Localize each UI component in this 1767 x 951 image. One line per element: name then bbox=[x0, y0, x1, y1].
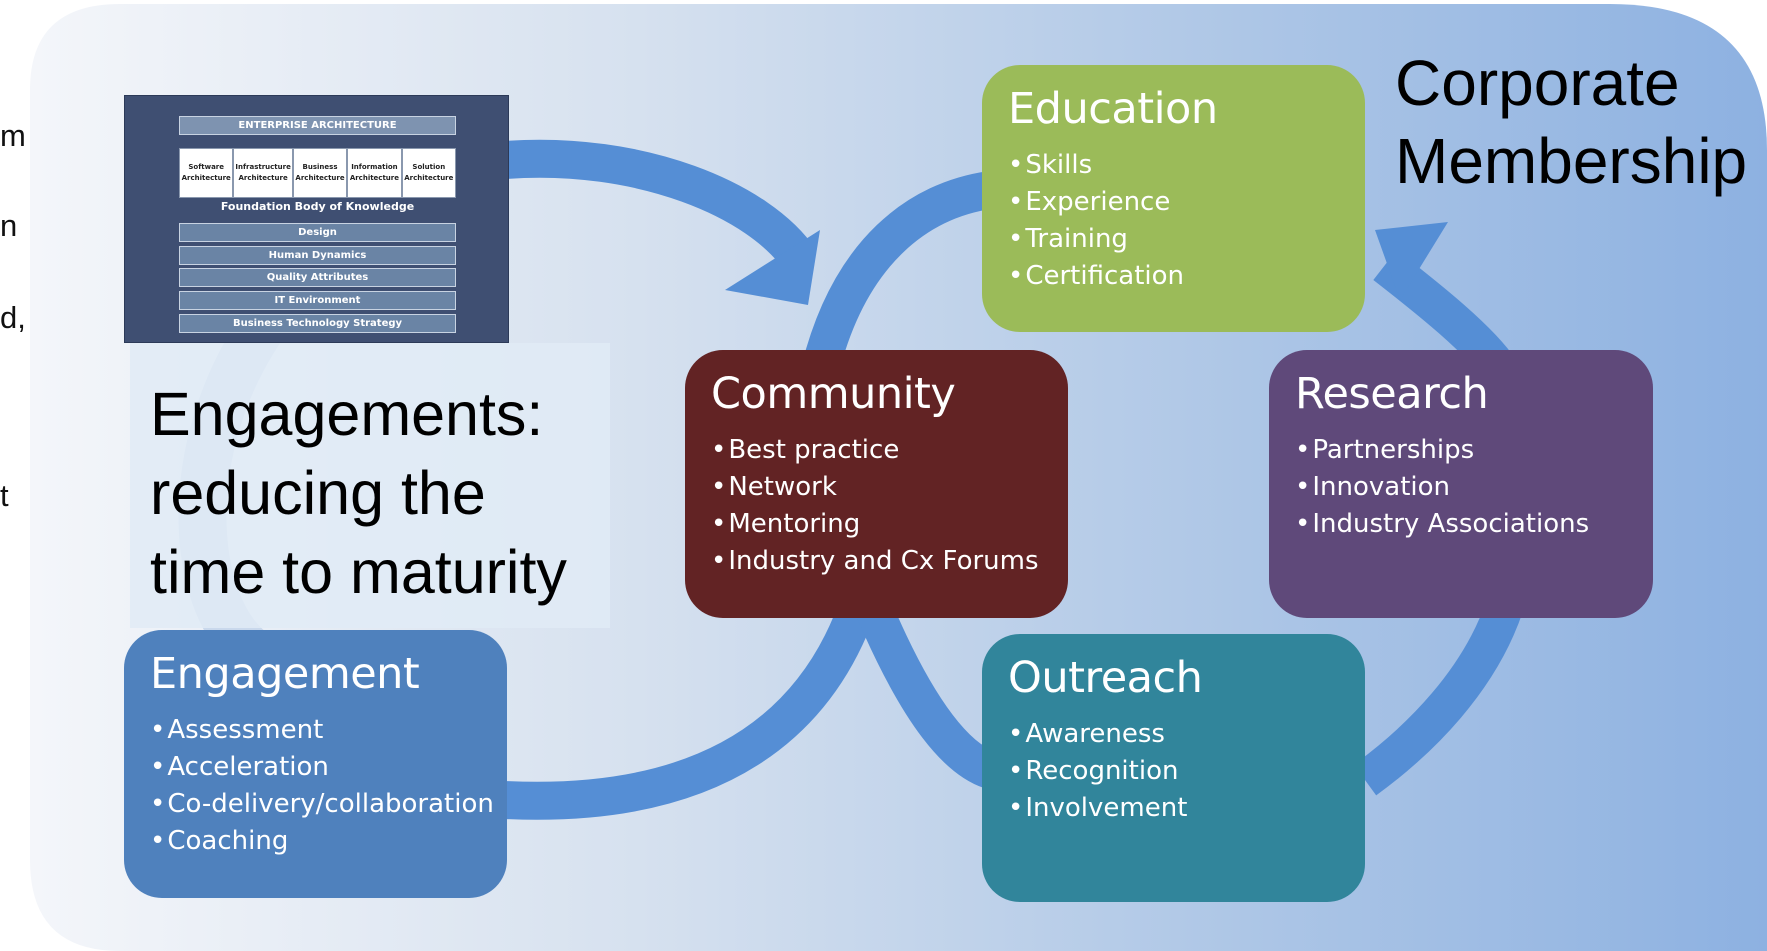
ea-arch-cell: Information Architecture bbox=[347, 148, 402, 198]
subtitle-backdrop bbox=[130, 343, 610, 628]
subtitle: Engagements: reducing the time to maturi… bbox=[150, 375, 600, 612]
outreach-item: Awareness bbox=[1008, 716, 1339, 753]
ea-arch-cell: Solution Architecture bbox=[401, 148, 456, 198]
outreach-item: Involvement bbox=[1008, 790, 1339, 827]
community-list: Best practice Network Mentoring Industry… bbox=[711, 432, 1042, 580]
left-loop-arc-bottom bbox=[504, 593, 879, 820]
outreach-list: Awareness Recognition Involvement bbox=[1008, 716, 1339, 827]
engagement-list: Assessment Acceleration Co-delivery/coll… bbox=[150, 712, 494, 860]
ea-layer: Design bbox=[179, 223, 456, 242]
education-item: Experience bbox=[1008, 184, 1339, 221]
ea-arch-cell: Infrastructure Architecture bbox=[233, 148, 293, 198]
engagement-item: Assessment bbox=[150, 712, 481, 749]
ea-arch-cell: Business Architecture bbox=[292, 148, 348, 198]
side-fragment-3: d, bbox=[0, 300, 26, 335]
ea-foundation-label: Foundation Body of Knowledge bbox=[220, 200, 415, 213]
engagement-item: Co-delivery/collaboration bbox=[150, 786, 494, 823]
research-title: Research bbox=[1295, 369, 1489, 419]
research-item: Innovation bbox=[1295, 469, 1627, 506]
right-loop-arc-top bbox=[801, 171, 994, 375]
engagement-item: Coaching bbox=[150, 823, 481, 860]
education-item: Training bbox=[1008, 221, 1339, 258]
ea-layer: Human Dynamics bbox=[179, 246, 456, 265]
left-loop-arc-top bbox=[503, 139, 816, 272]
education-title: Education bbox=[1008, 84, 1218, 134]
outreach-box: Outreach Awareness Recognition Involveme… bbox=[982, 634, 1365, 902]
ea-header: ENTERPRISE ARCHITECTURE bbox=[179, 116, 456, 135]
engagement-item: Acceleration bbox=[150, 749, 481, 786]
arrow-head-left bbox=[725, 230, 820, 305]
outreach-title: Outreach bbox=[1008, 653, 1203, 703]
research-item: Partnerships bbox=[1295, 432, 1627, 469]
ea-arch-cell: Software Architecture bbox=[179, 148, 234, 198]
research-box: Research Partnerships Innovation Industr… bbox=[1269, 350, 1653, 618]
ea-layer: Quality Attributes bbox=[179, 268, 456, 287]
title-text: Corporate Membership bbox=[1395, 47, 1748, 197]
right-loop-arc-bottom bbox=[852, 592, 997, 789]
enterprise-architecture-image: ENTERPRISE ARCHITECTURE Software Archite… bbox=[124, 95, 509, 343]
community-item: Network bbox=[711, 469, 1042, 506]
side-fragment-4: t bbox=[0, 478, 9, 513]
education-item: Skills bbox=[1008, 147, 1339, 184]
research-list: Partnerships Innovation Industry Associa… bbox=[1295, 432, 1627, 543]
community-item: Best practice bbox=[711, 432, 1042, 469]
education-list: Skills Experience Training Certification bbox=[1008, 147, 1339, 295]
ea-layer: Business Technology Strategy bbox=[179, 314, 456, 333]
community-title: Community bbox=[711, 369, 956, 419]
education-item: Certification bbox=[1008, 258, 1339, 295]
right-outer-arc-bottom bbox=[1353, 598, 1524, 796]
side-fragment-1: m bbox=[0, 118, 26, 153]
ea-architectures-row: Software Architecture Infrastructure Arc… bbox=[179, 148, 456, 198]
community-item: Industry and Cx Forums bbox=[711, 543, 1042, 580]
community-item: Mentoring bbox=[711, 506, 1042, 543]
ea-layer: IT Environment bbox=[179, 291, 456, 310]
community-box: Community Best practice Network Mentorin… bbox=[685, 350, 1068, 618]
outreach-item: Recognition bbox=[1008, 753, 1339, 790]
education-box: Education Skills Experience Training Cer… bbox=[982, 65, 1365, 332]
engagement-box: Engagement Assessment Acceleration Co-de… bbox=[124, 630, 507, 898]
side-fragment-2: n bbox=[0, 208, 18, 243]
subtitle-text: Engagements: reducing the time to maturi… bbox=[150, 380, 567, 606]
arrow-head-right bbox=[1375, 222, 1448, 300]
engagement-title: Engagement bbox=[150, 649, 420, 699]
page-title: Corporate Membership bbox=[1395, 44, 1747, 200]
research-item: Industry Associations bbox=[1295, 506, 1627, 543]
